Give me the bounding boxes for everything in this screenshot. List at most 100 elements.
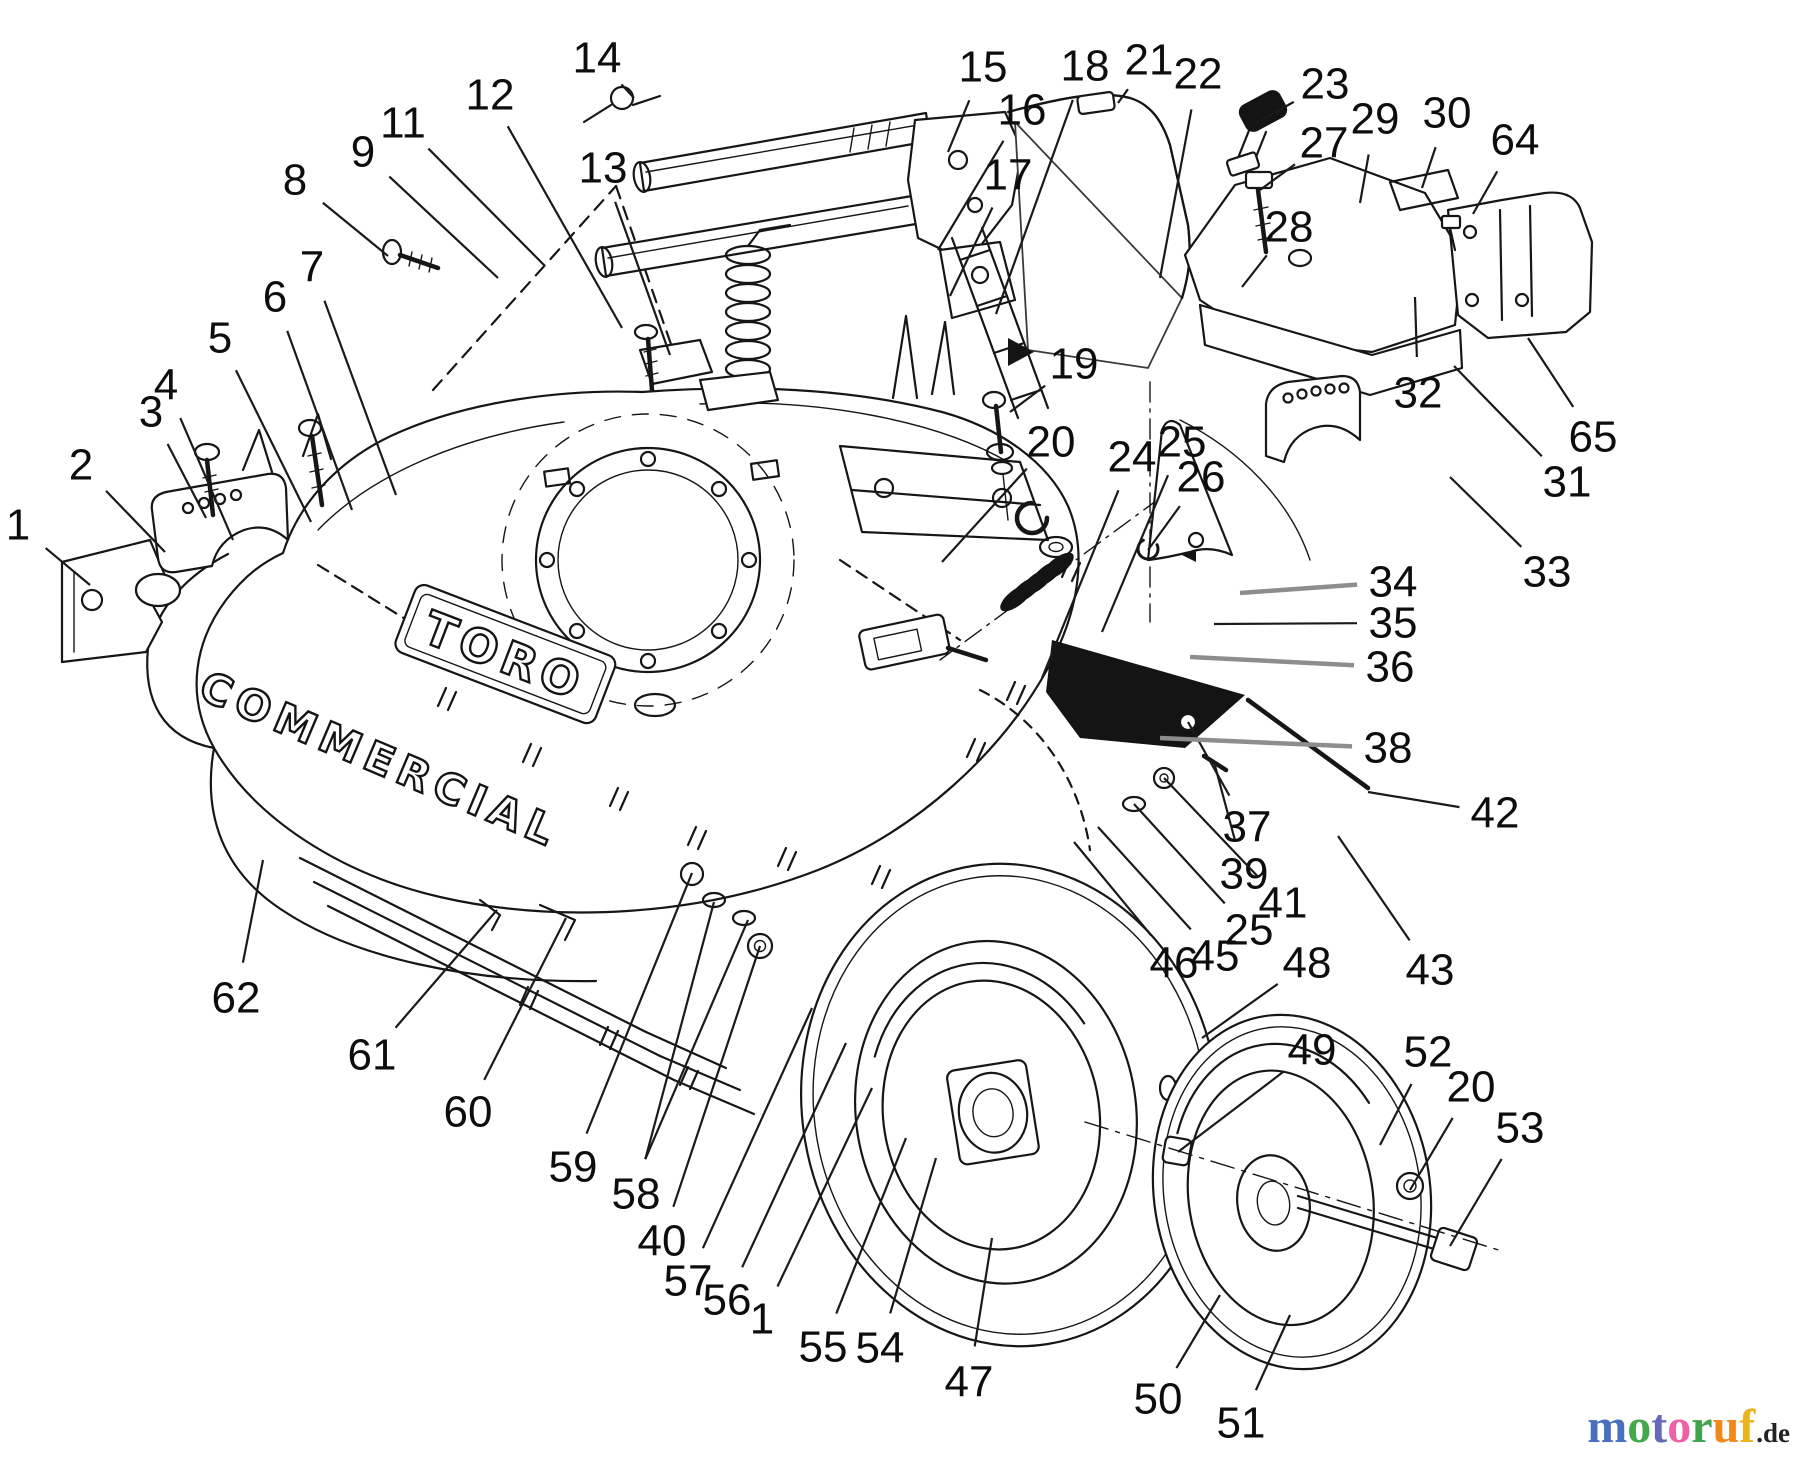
- callout-20: 20: [1027, 418, 1076, 467]
- callout-53: 53: [1496, 1104, 1545, 1153]
- watermark-letter: r: [1691, 1400, 1713, 1453]
- leader-line: [394, 909, 498, 1029]
- leader-line: [1472, 170, 1499, 215]
- callout-1: 1: [6, 501, 30, 550]
- leader-line: [241, 859, 265, 963]
- callout-26: 26: [1177, 453, 1226, 502]
- washer: [1038, 535, 1074, 559]
- leader-line: [506, 125, 623, 329]
- leader-line: [1337, 835, 1411, 941]
- leader-line: [1420, 146, 1437, 189]
- callout-4: 4: [154, 361, 178, 410]
- callout-45: 45: [1191, 932, 1240, 981]
- callout-64: 64: [1491, 116, 1540, 165]
- leader-line: [1453, 365, 1543, 457]
- callout-32: 32: [1394, 369, 1443, 418]
- callout-52: 52: [1404, 1028, 1453, 1077]
- callout-5: 5: [208, 314, 232, 363]
- callout-33: 33: [1523, 548, 1572, 597]
- callout-35: 35: [1369, 599, 1418, 648]
- washer-25: [1121, 795, 1147, 813]
- leader-line: [1239, 582, 1358, 596]
- callout-9: 9: [351, 128, 375, 177]
- callout-20: 20: [1447, 1063, 1496, 1112]
- watermark-letter: f: [1739, 1400, 1756, 1453]
- deck-rails: [298, 856, 756, 1116]
- leader-line: [949, 206, 994, 297]
- callout-29: 29: [1351, 95, 1400, 144]
- leader-line: [323, 300, 398, 496]
- callout-6: 6: [263, 273, 287, 322]
- leader-line: [1367, 790, 1460, 809]
- bail-and-covers: [981, 90, 1594, 562]
- leader-line: [585, 872, 694, 1135]
- pivot-bracket: [1146, 419, 1234, 562]
- blade-ring: [501, 413, 795, 718]
- bracket-61: [478, 898, 502, 932]
- leader-line: [105, 490, 166, 553]
- leader-line: [286, 330, 354, 511]
- watermark-letter: o: [1667, 1400, 1692, 1453]
- leader-line: [1158, 109, 1193, 279]
- callout-43: 43: [1406, 946, 1455, 995]
- callout-51: 51: [1217, 1399, 1266, 1448]
- callout-17: 17: [984, 151, 1033, 200]
- skid-bracket: [60, 538, 168, 664]
- callout-1: 1: [750, 1295, 774, 1344]
- callout-57: 57: [664, 1257, 713, 1306]
- side-bracket: [1440, 191, 1594, 340]
- callout-23: 23: [1301, 60, 1350, 109]
- leader-line: [322, 201, 389, 257]
- leader-line: [672, 945, 762, 1208]
- callout-30: 30: [1423, 89, 1472, 138]
- callout-48: 48: [1283, 939, 1332, 988]
- handle-bracket: [906, 110, 1024, 264]
- callout-56: 56: [703, 1276, 752, 1325]
- wheel-assembly: [800, 862, 1506, 1371]
- compression-spring: [1000, 552, 1074, 612]
- cable-parts: [858, 419, 1371, 813]
- leader-line: [701, 1007, 814, 1249]
- leader-line: [644, 919, 750, 1160]
- callout-15: 15: [959, 43, 1008, 92]
- leader-line: [1527, 337, 1575, 408]
- pivot-bolt: [981, 390, 1015, 521]
- callout-24: 24: [1108, 433, 1157, 482]
- callout-38: 38: [1364, 724, 1413, 773]
- callout-61: 61: [348, 1031, 397, 1080]
- leader-line: [1449, 476, 1523, 548]
- decal: [1388, 168, 1460, 212]
- clamp-bracket: [150, 472, 290, 574]
- callout-19: 19: [1050, 340, 1099, 389]
- pivot-parts: [939, 374, 1362, 661]
- wheel-disc: [1151, 1013, 1433, 1371]
- leader-line: [1159, 735, 1353, 749]
- callout-3: 3: [139, 388, 163, 437]
- leader-line: [1187, 721, 1231, 797]
- leader-line: [1097, 826, 1192, 931]
- leader-line: [1241, 254, 1268, 288]
- leader-line: [614, 201, 672, 356]
- leader-line: [835, 1137, 908, 1314]
- leader-line: [1259, 163, 1296, 191]
- callout-47: 47: [945, 1358, 994, 1407]
- callout-25: 25: [1158, 418, 1207, 467]
- callout-40: 40: [638, 1217, 687, 1266]
- callout-13: 13: [579, 144, 628, 193]
- leader-line: [973, 1237, 994, 1347]
- leader-line: [1379, 1083, 1413, 1146]
- leader-line: [620, 83, 635, 99]
- callout-22: 22: [1174, 50, 1223, 99]
- leader-line: [388, 175, 499, 279]
- retaining-ring: [1014, 500, 1050, 536]
- bail-latch: [1076, 91, 1116, 115]
- deck-details: [543, 444, 1050, 542]
- callout-49: 49: [1288, 1026, 1337, 1075]
- washer-58a: [701, 891, 727, 909]
- watermark-letter: m: [1587, 1400, 1628, 1453]
- leader-line: [44, 547, 91, 586]
- callout-62: 62: [212, 974, 261, 1023]
- callout-37: 37: [1223, 803, 1272, 852]
